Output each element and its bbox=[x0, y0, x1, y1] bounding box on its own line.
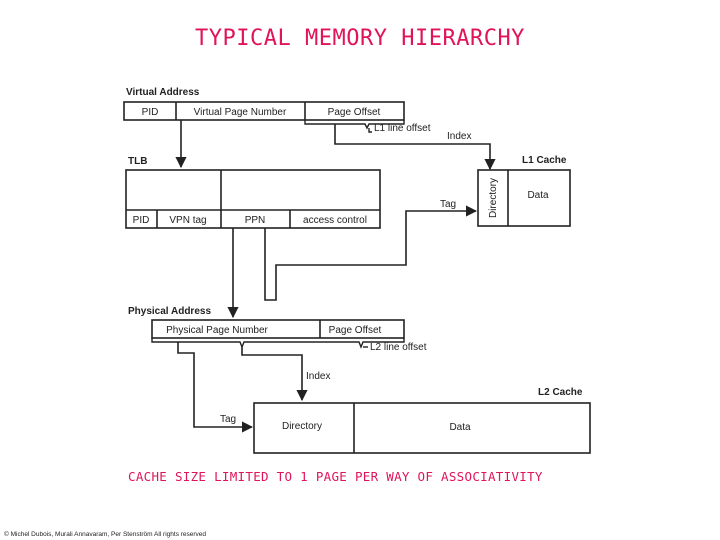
pa-to-l2-tag-arrow bbox=[177, 342, 254, 433]
tlb-table bbox=[125, 169, 381, 229]
footnote: CACHE SIZE LIMITED TO 1 PAGE PER WAY OF … bbox=[128, 469, 543, 484]
ppn-to-l1-tag-arrow bbox=[264, 205, 478, 301]
pa-to-l2-index-arrow bbox=[241, 347, 308, 402]
l2-line-offset-label: L2 line offset bbox=[370, 342, 427, 353]
copyright-notice: © Michel Dubois, Murali Annavaram, Per S… bbox=[4, 531, 207, 538]
va-vpn-field: Virtual Page Number bbox=[194, 107, 287, 118]
physical-address-heading: Physical Address bbox=[128, 306, 211, 317]
tlb-ppn-field: PPN bbox=[245, 215, 266, 226]
virtual-address-heading: Virtual Address bbox=[126, 87, 200, 98]
virtual-address-register bbox=[123, 101, 405, 121]
l2-directory-label: Directory bbox=[282, 421, 322, 432]
va-offset-braces bbox=[304, 120, 405, 133]
tlb-access-control-field: access control bbox=[303, 215, 367, 226]
l2-cache-block bbox=[253, 402, 591, 454]
va-page-offset-field: Page Offset bbox=[328, 107, 381, 118]
pa-page-offset-field: Page Offset bbox=[329, 325, 382, 336]
l1-cache-heading: L1 Cache bbox=[522, 155, 567, 166]
tlb-vpn-tag-field: VPN tag bbox=[169, 215, 206, 226]
va-pid-field: PID bbox=[142, 107, 159, 118]
l1-cache-block bbox=[477, 169, 571, 227]
page-title: TYPICAL MEMORY HIERARCHY bbox=[195, 26, 525, 51]
tlb-heading: TLB bbox=[128, 156, 147, 167]
pa-field-braces bbox=[151, 338, 405, 349]
physical-address-register bbox=[151, 319, 405, 339]
l2-tag-label: Tag bbox=[220, 414, 236, 425]
l1-tag-label: Tag bbox=[440, 199, 456, 210]
l1-data-label: Data bbox=[527, 190, 549, 201]
l1-line-offset-label: L1 line offset bbox=[374, 123, 431, 134]
l2-data-label: Data bbox=[449, 422, 471, 433]
pa-ppn-field: Physical Page Number bbox=[166, 325, 268, 336]
l1-index-label: Index bbox=[447, 131, 471, 142]
index-to-l1-arrow bbox=[334, 124, 496, 171]
l2-index-label: Index bbox=[306, 371, 330, 382]
l2-cache-heading: L2 Cache bbox=[538, 387, 583, 398]
tlb-pid-field: PID bbox=[133, 215, 150, 226]
l1-directory-label: Directory bbox=[488, 178, 499, 218]
